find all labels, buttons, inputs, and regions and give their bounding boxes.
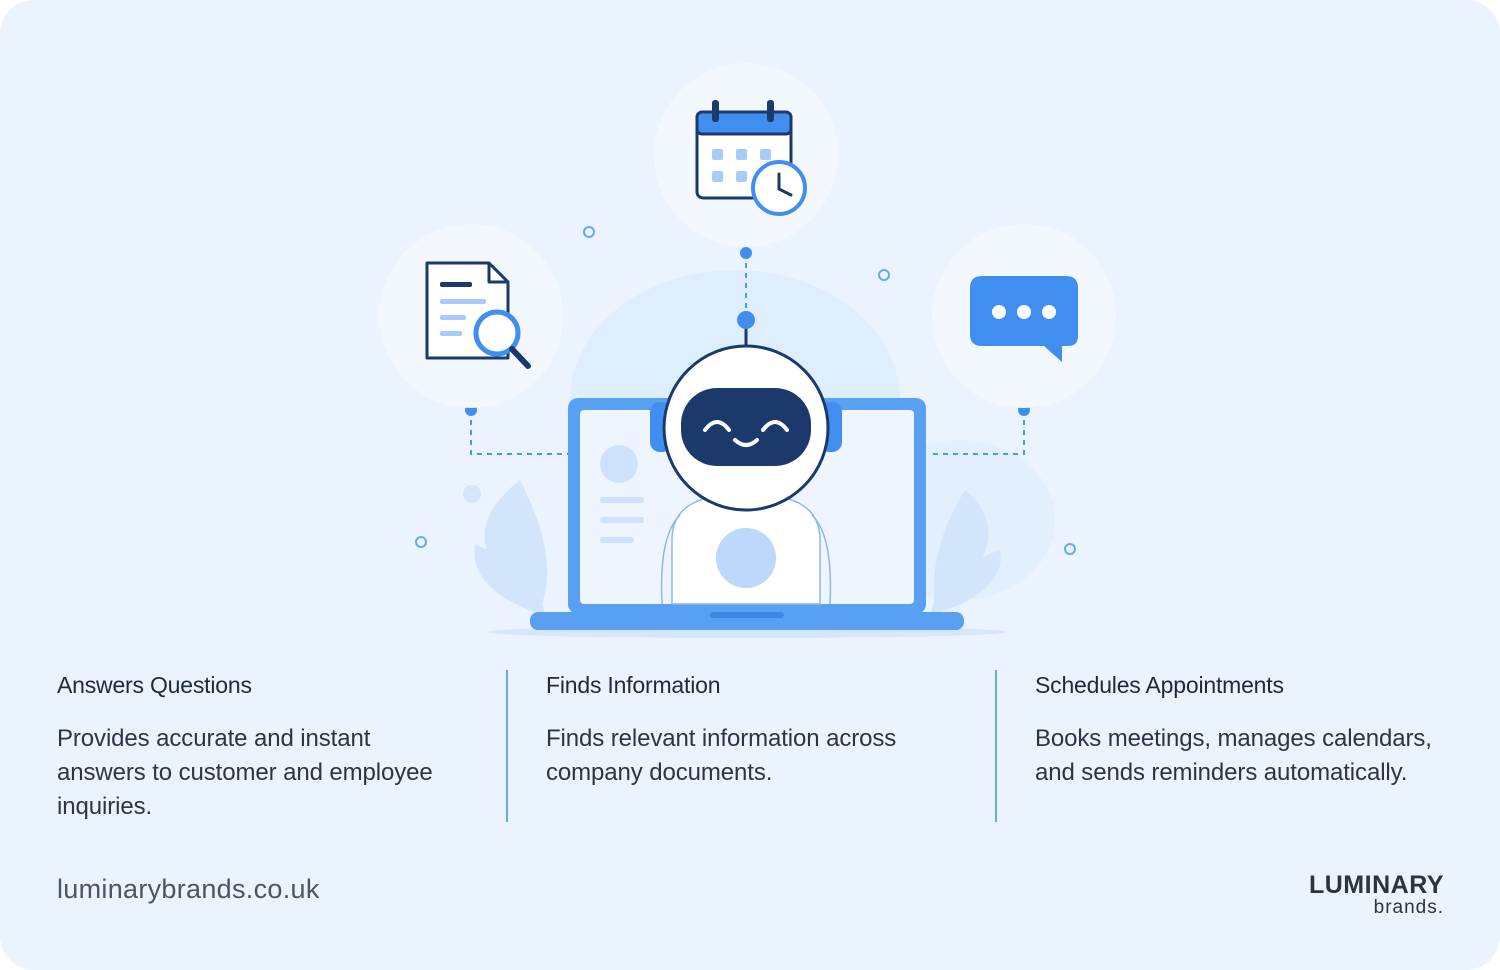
decor-dot <box>463 485 481 503</box>
calendar-clock-icon <box>695 100 807 216</box>
decor-ring <box>878 269 890 281</box>
decor-ring <box>583 226 595 238</box>
brand-logo: LUMINARY brands. <box>1309 873 1444 918</box>
connector-lines <box>470 253 1025 455</box>
leaf-decoration-right <box>930 490 1001 615</box>
feature-title: Schedules Appointments <box>1035 672 1284 698</box>
column-divider <box>995 670 997 822</box>
logo-wordmark: LUMINARY <box>1308 871 1444 899</box>
feature-title: Answers Questions <box>57 672 252 698</box>
logo-subtext: brands. <box>1373 897 1444 918</box>
document-search-icon <box>425 261 531 369</box>
column-divider <box>506 670 508 822</box>
footer-url[interactable]: luminarybrands.co.uk <box>57 874 320 904</box>
feature-answers-questions: Answers Questions Provides accurate and … <box>57 668 457 824</box>
illustration <box>415 100 1078 638</box>
chat-bubble-icon <box>970 276 1078 362</box>
connector-dot <box>740 247 752 259</box>
leaf-decoration-left <box>474 480 548 615</box>
feature-description: Provides accurate and instant answers to… <box>57 725 433 820</box>
feature-title: Finds Information <box>546 672 721 698</box>
decor-ring <box>415 536 427 548</box>
robot-icon <box>650 311 842 605</box>
feature-description: Books meetings, manages calendars, and s… <box>1035 725 1432 786</box>
decor-ring <box>1064 543 1076 555</box>
feature-description: Finds relevant information across compan… <box>546 725 897 786</box>
feature-finds-information: Finds Information Finds relevant informa… <box>546 668 946 790</box>
feature-schedules-appointments: Schedules Appointments Books meetings, m… <box>1035 668 1455 790</box>
